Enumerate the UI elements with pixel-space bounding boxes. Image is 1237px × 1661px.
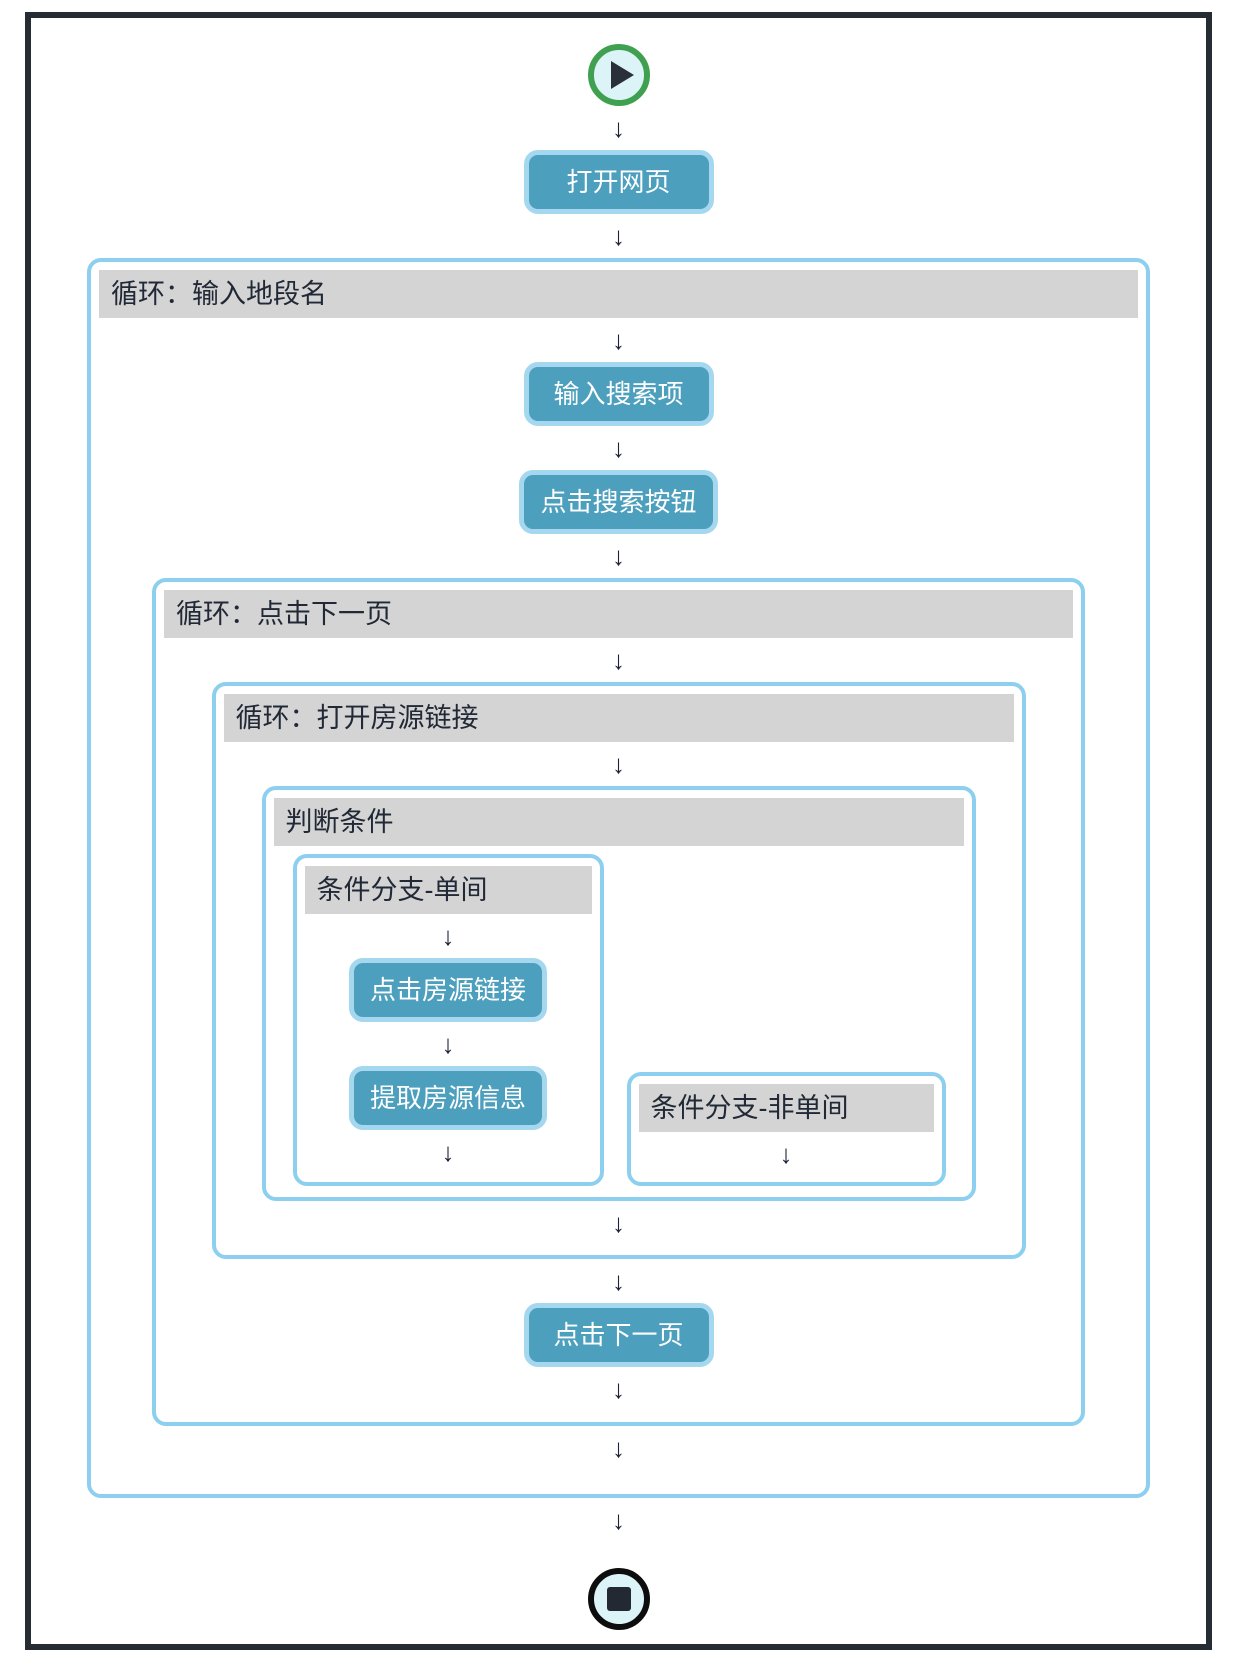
loop-click-next-page[interactable]: 循环：点击下一页 ↓ 循环：打开房源链接 ↓ 判断条件 条件分支-单间 ↓ 点击… [152, 578, 1085, 1426]
down-arrow-icon: ↓ [612, 1266, 625, 1296]
step-click-search[interactable]: 点击搜索按钮 [519, 470, 718, 534]
down-arrow-icon: ↓ [612, 1505, 625, 1535]
branch-not-single-room[interactable]: 条件分支-非单间 ↓ [626, 1072, 946, 1186]
down-arrow-icon: ↓ [779, 1139, 793, 1169]
step-click-listing-link[interactable]: 点击房源链接 [348, 958, 547, 1022]
down-arrow-icon: ↓ [612, 113, 625, 143]
branch-single-room-header[interactable]: 条件分支-单间 [304, 866, 592, 914]
down-arrow-icon: ↓ [612, 1433, 625, 1463]
down-arrow-icon: ↓ [612, 325, 625, 355]
step-click-next-page[interactable]: 点击下一页 [523, 1303, 714, 1367]
down-arrow-icon: ↓ [612, 221, 625, 251]
branch-single-room[interactable]: 条件分支-单间 ↓ 点击房源链接 ↓ 提取房源信息 ↓ [292, 854, 604, 1186]
stop-icon [606, 1587, 631, 1611]
step-open-page[interactable]: 打开网页 [523, 150, 714, 214]
condition-group-header[interactable]: 判断条件 [273, 798, 964, 846]
condition-branches: 条件分支-单间 ↓ 点击房源链接 ↓ 提取房源信息 ↓ 条件分支-非单间 ↓ [266, 846, 972, 1186]
loop-click-next-page-header[interactable]: 循环：点击下一页 [164, 590, 1073, 638]
loop-open-listing-links[interactable]: 循环：打开房源链接 ↓ 判断条件 条件分支-单间 ↓ 点击房源链接 ↓ 提取房源… [211, 682, 1026, 1259]
down-arrow-icon: ↓ [441, 921, 455, 951]
step-input-search[interactable]: 输入搜索项 [523, 362, 714, 426]
down-arrow-icon: ↓ [612, 645, 625, 675]
down-arrow-icon: ↓ [612, 433, 625, 463]
loop-input-location[interactable]: 循环：输入地段名 ↓ 输入搜索项 ↓ 点击搜索按钮 ↓ 循环：点击下一页 ↓ 循… [87, 258, 1150, 1498]
play-icon [610, 61, 634, 89]
loop-open-listing-links-header[interactable]: 循环：打开房源链接 [223, 694, 1014, 742]
down-arrow-icon: ↓ [441, 1029, 455, 1059]
down-arrow-icon: ↓ [441, 1137, 455, 1167]
branch-not-single-room-header[interactable]: 条件分支-非单间 [638, 1084, 934, 1132]
condition-group[interactable]: 判断条件 条件分支-单间 ↓ 点击房源链接 ↓ 提取房源信息 ↓ [261, 786, 976, 1201]
step-extract-listing-info[interactable]: 提取房源信息 [348, 1066, 547, 1130]
down-arrow-icon: ↓ [612, 1208, 625, 1238]
workflow: ↓ 打开网页 ↓ 循环：输入地段名 ↓ 输入搜索项 ↓ 点击搜索按钮 ↓ 循环：… [31, 18, 1206, 1644]
down-arrow-icon: ↓ [612, 541, 625, 571]
flowchart-canvas: ↓ 打开网页 ↓ 循环：输入地段名 ↓ 输入搜索项 ↓ 点击搜索按钮 ↓ 循环：… [25, 12, 1212, 1650]
down-arrow-icon: ↓ [612, 749, 625, 779]
down-arrow-icon: ↓ [612, 1374, 625, 1404]
loop-input-location-header[interactable]: 循环：输入地段名 [99, 270, 1138, 318]
end-node[interactable] [587, 1568, 650, 1630]
start-node[interactable] [587, 44, 650, 106]
